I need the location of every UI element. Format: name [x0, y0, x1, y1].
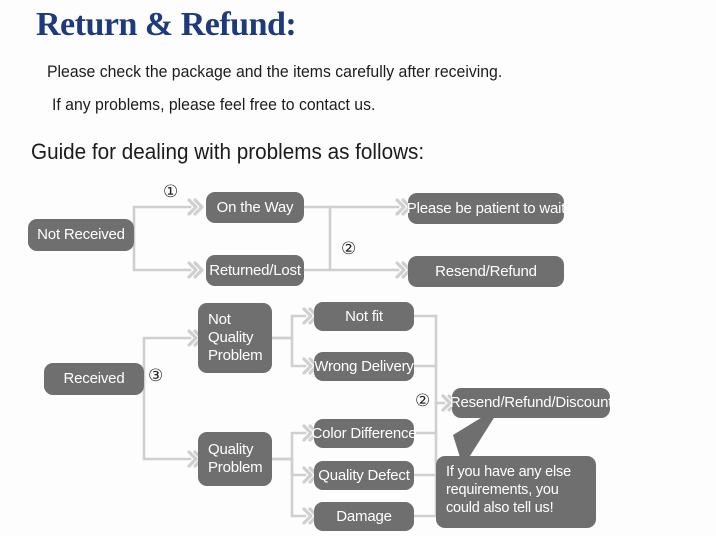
page-title: Return & Refund:: [36, 6, 297, 43]
node-received[interactable]: Received: [44, 363, 144, 395]
step-marker-2-top: ②: [341, 239, 357, 259]
node-wrong-delivery[interactable]: Wrong Delivery: [314, 352, 414, 381]
node-quality-defect[interactable]: Quality Defect: [314, 461, 414, 490]
node-not-received[interactable]: Not Received: [28, 219, 134, 251]
node-resend-refund[interactable]: Resend/Refund: [408, 256, 564, 287]
step-marker-1: ①: [163, 182, 179, 202]
node-on-the-way[interactable]: On the Way: [206, 192, 304, 223]
intro-line-1: Please check the package and the items c…: [47, 62, 503, 81]
step-marker-2-bottom: ②: [415, 391, 431, 411]
node-damage[interactable]: Damage: [314, 502, 414, 531]
step-marker-3: ③: [148, 366, 164, 386]
node-quality-problem[interactable]: Quality Problem: [198, 432, 272, 486]
node-returned-lost[interactable]: Returned/Lost: [206, 255, 304, 286]
callout-bubble: If you have any else requirements, you c…: [436, 456, 596, 528]
node-please-be-patient-to-wait[interactable]: Please be patient to wait: [407, 193, 565, 224]
node-resend-refund-discount[interactable]: Resend/Refund/Discount: [450, 388, 612, 418]
node-color-difference[interactable]: Color Difference: [312, 419, 417, 448]
guide-heading: Guide for dealing with problems as follo…: [31, 139, 425, 164]
node-not-quality-problem[interactable]: Not Quality Problem: [198, 303, 272, 373]
node-not-fit[interactable]: Not fit: [314, 302, 414, 331]
intro-line-2: If any problems, please feel free to con…: [52, 95, 376, 114]
